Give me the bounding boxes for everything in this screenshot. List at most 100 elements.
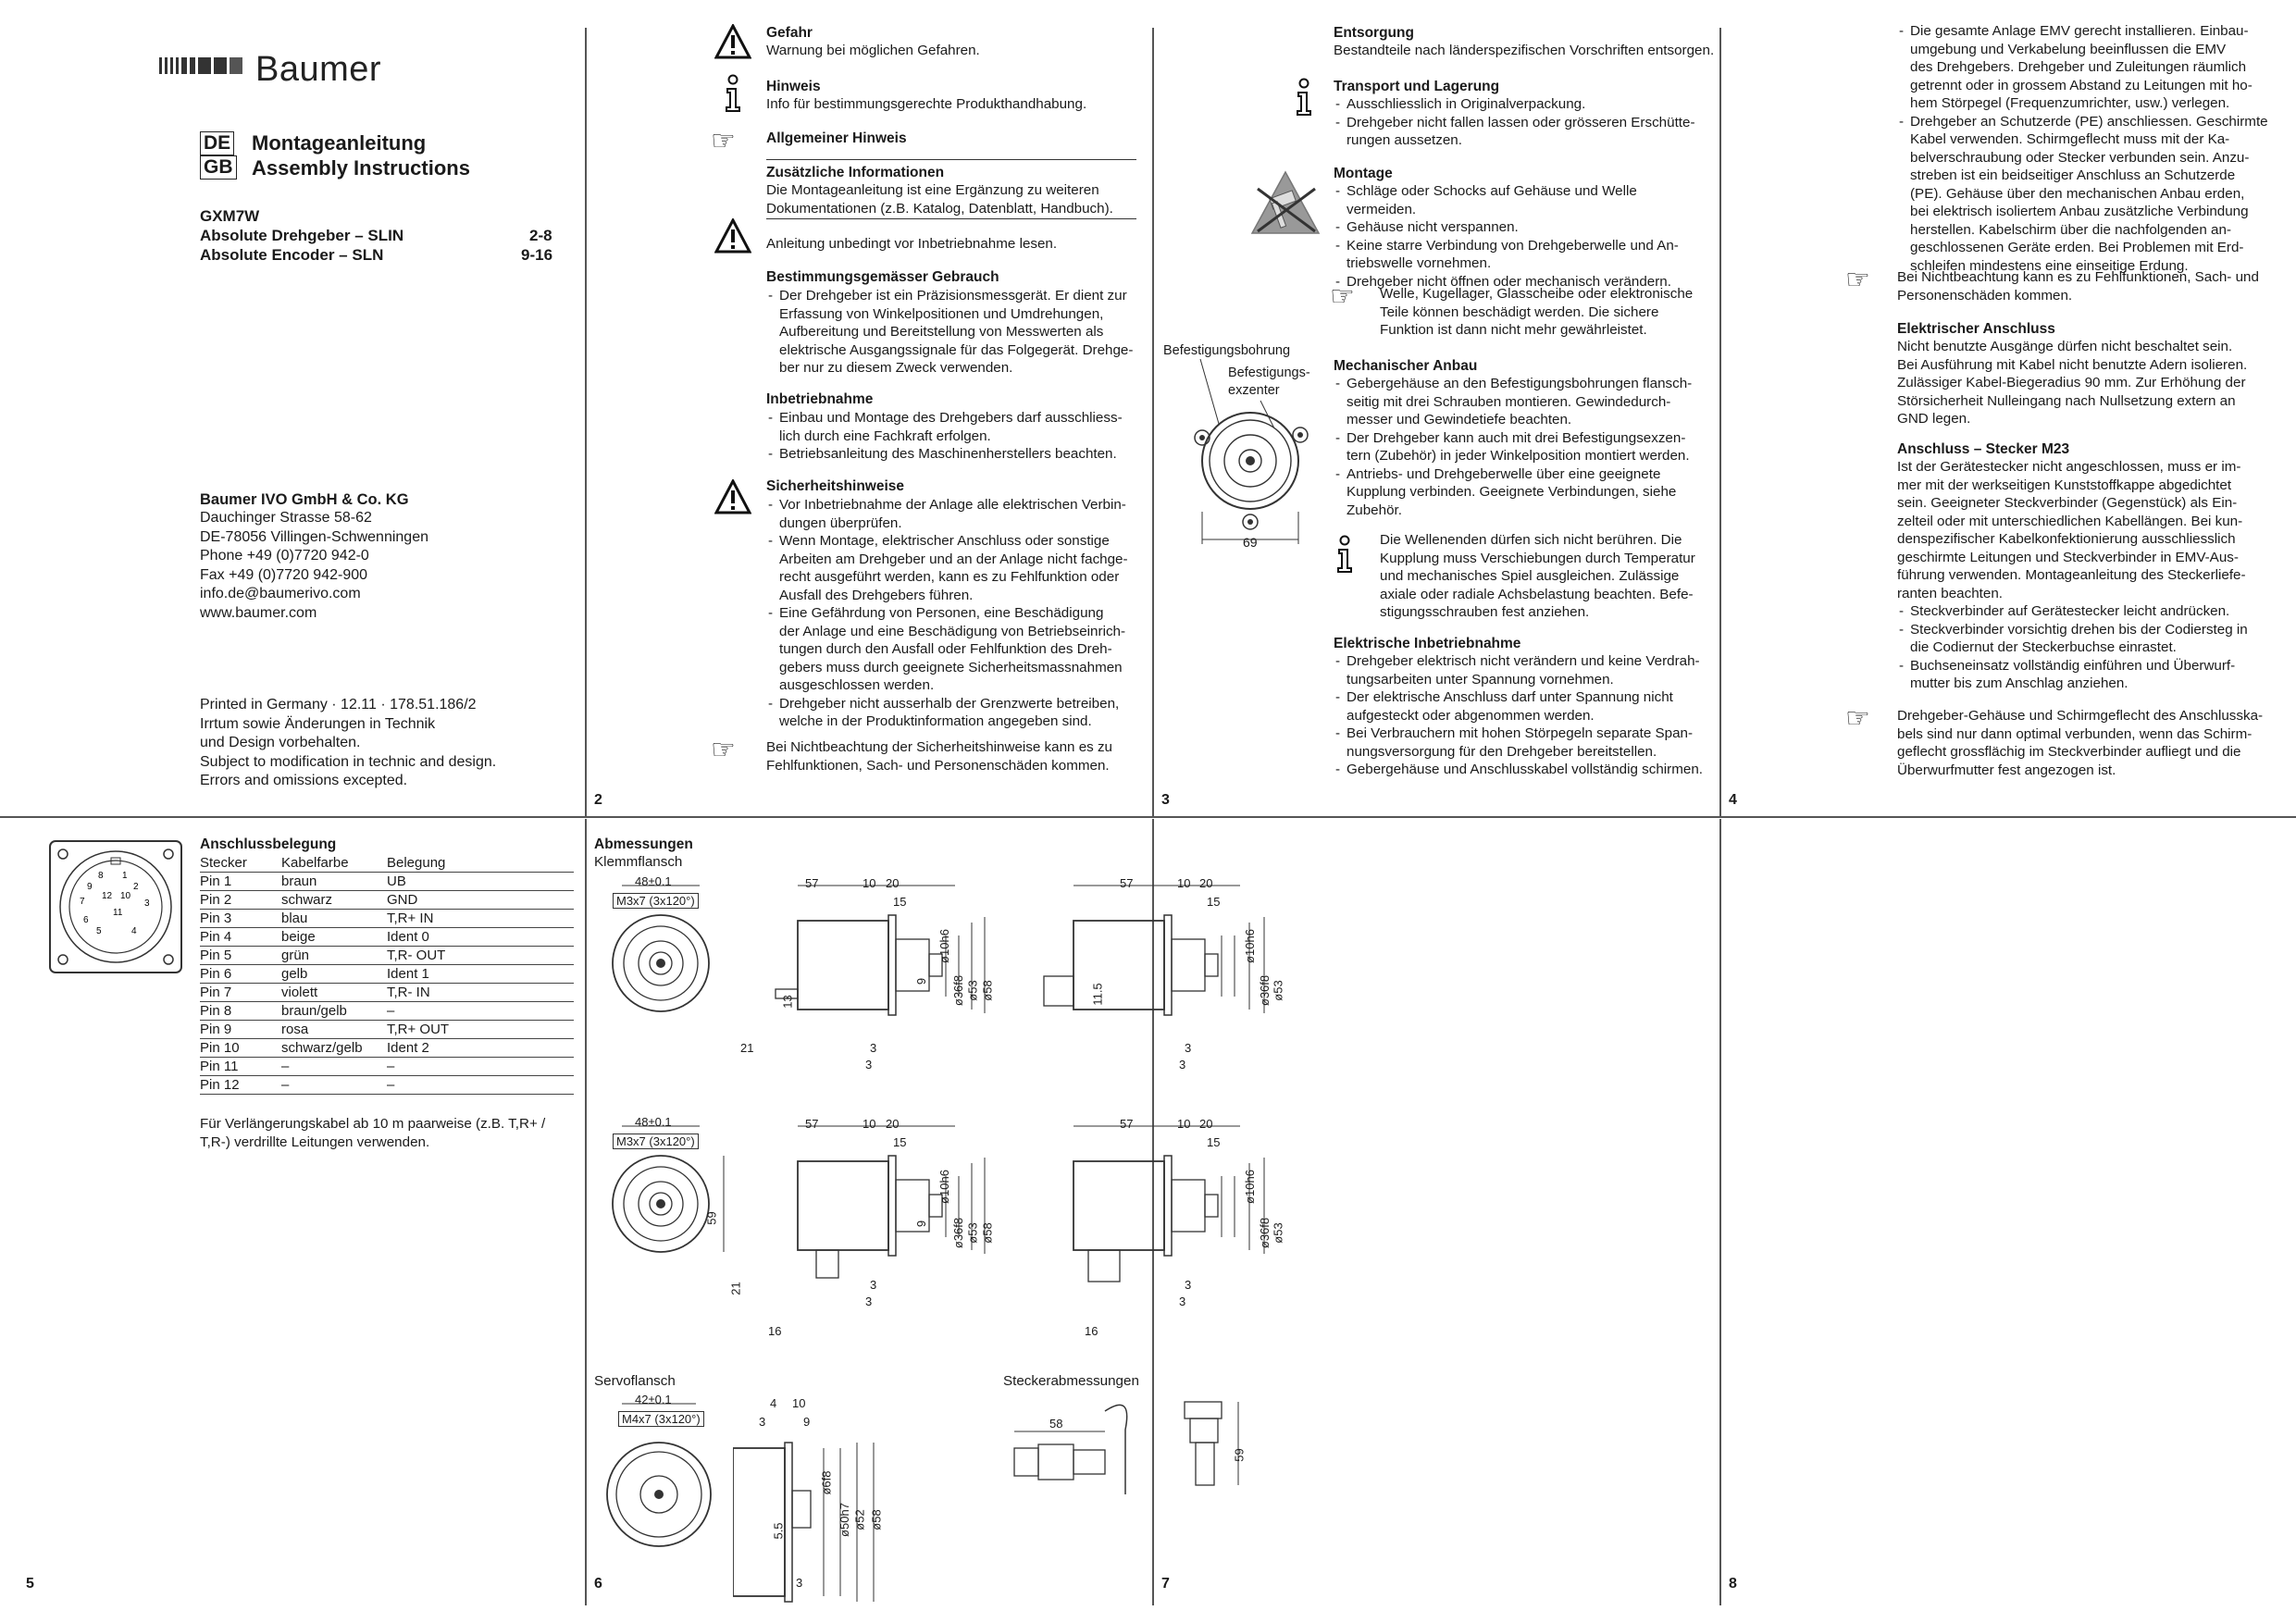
divider	[766, 159, 1136, 161]
dim-10: 10	[792, 1396, 806, 1410]
list-item: Der elektrische Anschluss darf unter Spa…	[1334, 688, 1704, 725]
zusaetzliche-info-text: Die Montageanleitung ist eine Ergänzung …	[766, 181, 1113, 217]
klemmflansch-side-drawing-2	[1043, 885, 1265, 1016]
mechanischer-anbau-heading: Mechanischer Anbau	[1334, 358, 1478, 374]
entsorgung-heading: Entsorgung	[1334, 25, 1414, 41]
print-line: Printed in Germany · 12.11 · 178.51.186/…	[200, 697, 477, 712]
dim-59: 59	[1232, 1448, 1247, 1462]
product-line-1: Absolute Drehgeber – SLIN	[200, 227, 404, 244]
inbetriebnahme-heading: Inbetriebnahme	[766, 391, 874, 407]
svg-text:9: 9	[87, 882, 93, 892]
column-header: Stecker	[200, 854, 281, 873]
email: info.de@baumerivo.com	[200, 586, 361, 601]
servoflansch-front-drawing	[606, 1403, 712, 1547]
pointing-hand-icon: ☞	[711, 735, 736, 765]
dim-phi10h6: ø10h6	[1242, 929, 1257, 963]
list-item: Drehgeber nicht öffnen oder mechanisch v…	[1334, 273, 1704, 291]
dim-phi58: ø58	[869, 1509, 884, 1530]
signal-cell: –	[387, 1057, 574, 1076]
dim-m3x7: M3x7 (3x120°)	[613, 893, 699, 909]
dim-57: 57	[1120, 1117, 1134, 1131]
page-number: 6	[594, 1576, 602, 1592]
dim-57: 57	[805, 876, 819, 890]
pin-cell: Pin 1	[200, 872, 281, 891]
nichtbeachtung-text: Bei Nichtbeachtung kann es zu Fehlfunkti…	[1897, 269, 2259, 304]
dim-15: 15	[1207, 895, 1221, 909]
hinweis-heading: Hinweis	[766, 79, 821, 94]
fold-line-1	[585, 28, 587, 816]
print-line: Subject to modification in technic and d…	[200, 753, 497, 770]
page-number: 8	[1729, 1576, 1737, 1592]
table-header-row: Stecker Kabelfarbe Belegung	[200, 854, 574, 873]
signal-cell: GND	[387, 890, 574, 910]
bestimmung-heading: Bestimmungsgemässer Gebrauch	[766, 269, 999, 285]
mechanischer-anbau-list: Gebergehäuse an den Befestigungsbohrunge…	[1334, 375, 1704, 519]
dim-48: 48±0.1	[635, 1115, 672, 1129]
list-item: Der Drehgeber ist ein Präzisionsmessgerä…	[766, 287, 1136, 378]
warning-triangle-icon	[714, 479, 751, 514]
color-cell: braun/gelb	[281, 1001, 387, 1021]
text-line: Dokumentationen (z.B. Katalog, Datenblat…	[766, 200, 1113, 217]
connector-pinout-drawing: 8 1 9 2 12 10 7 3 11 6 5 4	[49, 840, 182, 973]
company-name: Baumer IVO GmbH & Co. KG	[200, 491, 409, 508]
signal-cell: T,R- IN	[387, 983, 574, 1002]
dim-phi6f8: ø6f8	[819, 1470, 834, 1495]
svg-text:8: 8	[98, 871, 104, 881]
dim-3: 3	[1185, 1041, 1192, 1055]
dim-9: 9	[914, 977, 929, 985]
dim-20: 20	[1199, 1117, 1213, 1131]
dim-59: 59	[704, 1211, 719, 1225]
dim-15: 15	[893, 1135, 907, 1149]
warning-triangle-icon	[714, 24, 751, 59]
svg-text:1: 1	[122, 871, 128, 881]
fold-line-6	[1719, 819, 1721, 1605]
pin-cell: Pin 4	[200, 927, 281, 947]
dim-10: 10	[863, 876, 876, 890]
address-line: DE-78056 Villingen-Schwenningen	[200, 528, 428, 545]
allgemeiner-hinweis-heading: Allgemeiner Hinweis	[766, 130, 907, 146]
dim-57: 57	[805, 1117, 819, 1131]
elektrischer-anschluss-heading: Elektrischer Anschluss	[1897, 321, 2055, 337]
signal-cell: –	[387, 1001, 574, 1021]
pin-cell: Pin 3	[200, 909, 281, 928]
color-cell: rosa	[281, 1020, 387, 1039]
dim-3: 3	[796, 1576, 803, 1590]
dim-48: 48±0.1	[635, 874, 672, 888]
product-code: GXM7W	[200, 207, 260, 225]
servoflansch-label: Servoflansch	[594, 1373, 676, 1389]
signal-cell: Ident 0	[387, 927, 574, 947]
signal-cell: UB	[387, 872, 574, 891]
print-line: und Design vorbehalten.	[200, 735, 361, 750]
dim-9: 9	[803, 1415, 811, 1429]
dim-3: 3	[1179, 1058, 1186, 1072]
dim-phi58: ø58	[980, 1222, 995, 1244]
lang-badge-gb: GB	[200, 155, 237, 180]
dim-21: 21	[728, 1282, 743, 1295]
klemmflansch-side-drawing-3	[797, 1125, 986, 1279]
dim-m4x7: M4x7 (3x120°)	[618, 1411, 704, 1427]
list-item: Steckverbinder vorsichtig drehen bis der…	[1897, 621, 2277, 657]
product-line-1-pages: 2-8	[529, 227, 552, 244]
svg-text:5: 5	[96, 926, 102, 936]
elektrische-inbetriebnahme-list: Drehgeber elektrisch nicht verändern und…	[1334, 652, 1704, 779]
gefahr-heading: Gefahr	[766, 25, 813, 41]
dim-phi10h6: ø10h6	[937, 929, 951, 963]
color-cell: –	[281, 1057, 387, 1076]
klemmflansch-side-drawing-4	[1073, 1125, 1265, 1282]
signal-cell: –	[387, 1075, 574, 1095]
dim-20: 20	[886, 1117, 900, 1131]
figure-label-bohrung: Befestigungsbohrung	[1163, 343, 1291, 358]
dim-21: 21	[740, 1041, 754, 1055]
warning-triangle-icon	[714, 218, 751, 254]
list-item: Drehgeber nicht fallen lassen oder gröss…	[1334, 114, 1704, 150]
list-item: Drehgeber an Schutzerde (PE) anschliesse…	[1897, 113, 2277, 276]
svg-text:11: 11	[113, 908, 123, 918]
figure-label-exzenter-1: Befestigungs-	[1228, 365, 1310, 380]
schirm-text: Drehgeber-Gehäuse und Schirmgeflecht des…	[1897, 708, 2264, 778]
dim-3: 3	[865, 1295, 873, 1308]
color-cell: grün	[281, 946, 387, 965]
